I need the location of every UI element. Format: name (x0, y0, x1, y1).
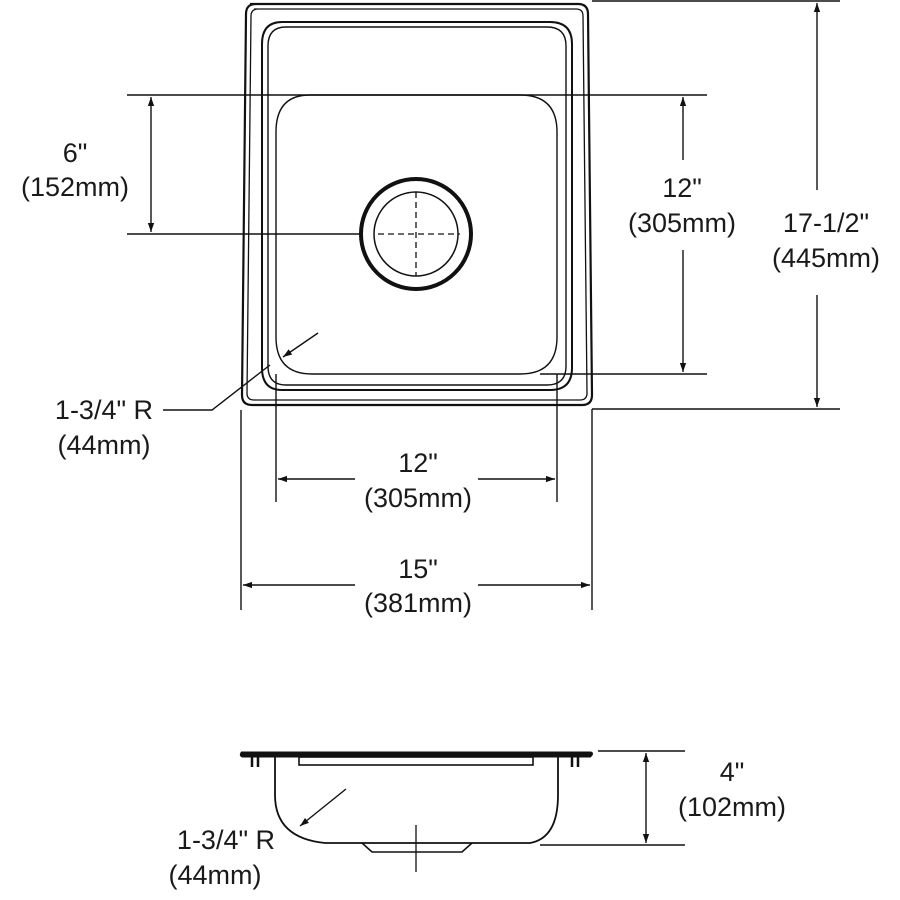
corner-radius-metric: (44mm) (58, 430, 151, 460)
outer-flange-inner (246, 8, 588, 401)
overall-length-imperial: 17-1/2" (783, 208, 869, 238)
rim-inner (267, 26, 567, 386)
drain-offset-metric: (152mm) (21, 172, 129, 202)
side-bowl (274, 757, 559, 844)
overall-width-imperial: 15" (398, 554, 438, 584)
overall-length-metric: (445mm) (772, 243, 880, 273)
bowl-width-imperial: 12" (398, 448, 438, 478)
side-radius-imperial: 1-3/4" R (177, 825, 275, 855)
corner-radius-imperial: 1-3/4" R (55, 395, 153, 425)
bowl-width-metric: (305mm) (364, 483, 472, 513)
mounting-clip-left (250, 757, 260, 767)
side-radius-metric: (44mm) (169, 860, 262, 890)
bowl-length-metric: (305mm) (628, 208, 736, 238)
depth-imperial: 4" (720, 757, 745, 787)
drain-offset-imperial: 6" (63, 138, 88, 168)
depth-metric: (102mm) (678, 792, 786, 822)
top-view: 6" (152mm) 12" (305mm) 17-1/2" (445mm) 1… (21, 0, 880, 618)
outer-flange (240, 2, 594, 407)
rim-outer (261, 21, 573, 391)
side-rim (298, 756, 534, 766)
bowl-outline (275, 94, 558, 375)
overall-width-metric: (381mm) (364, 588, 472, 618)
mounting-clip-right (570, 757, 580, 767)
side-drain (361, 842, 473, 853)
bowl-length-imperial: 12" (662, 173, 702, 203)
drain-outer (359, 177, 473, 291)
side-view: 4" (102mm) 1-3/4" R (44mm) (169, 750, 786, 890)
